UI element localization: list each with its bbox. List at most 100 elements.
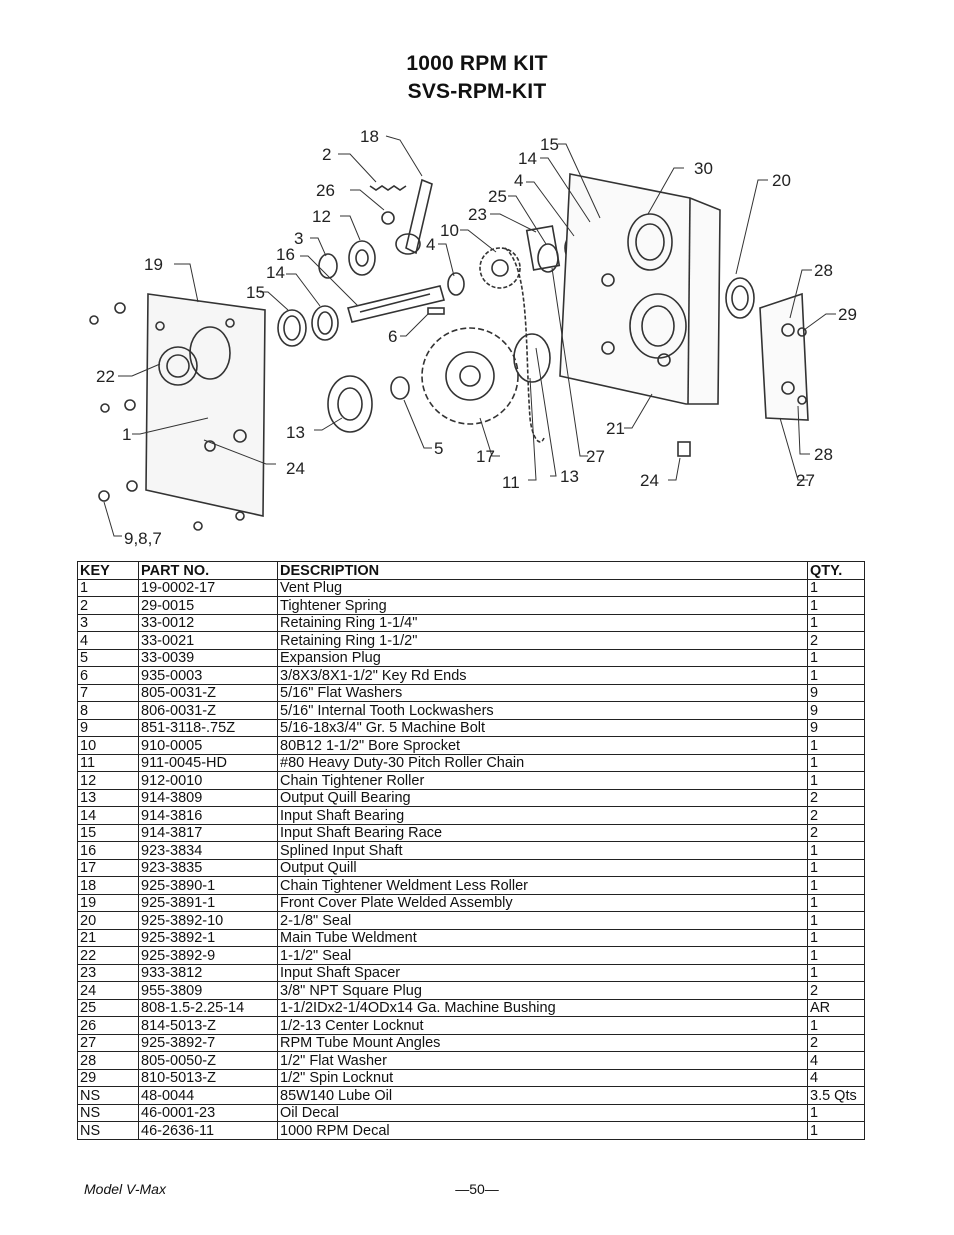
cell-key: 15: [77, 823, 139, 842]
cell-description: 85W140 Lube Oil: [277, 1086, 808, 1105]
cell-part-no: 810-5013-Z: [138, 1068, 278, 1087]
cell-qty: 1: [807, 648, 865, 667]
cell-qty: 1: [807, 928, 865, 947]
cell-key: 18: [77, 876, 139, 895]
callout-26: 26: [316, 181, 335, 200]
sprocket-on-tube: [513, 333, 551, 383]
cell-description: Retaining Ring 1-1/4": [277, 613, 808, 632]
cell-key: 20: [77, 911, 139, 930]
splined-input-shaft: [347, 285, 445, 323]
cell-description: 1/2-13 Center Locknut: [277, 1016, 808, 1035]
roller-chain: [504, 247, 545, 443]
cell-qty: 1: [807, 963, 865, 982]
callout-24-right: 24: [640, 471, 659, 490]
cell-description: Output Quill Bearing: [277, 788, 808, 807]
cell-qty: 1: [807, 1103, 865, 1122]
cell-part-no: 923-3834: [138, 841, 278, 860]
cell-qty: 2: [807, 823, 865, 842]
cell-qty: 1: [807, 858, 865, 877]
chain-tightener-roller: [348, 240, 376, 276]
cell-part-no: 19-0002-17: [138, 578, 278, 597]
callout-15-right: 15: [540, 135, 559, 154]
cell-description: Splined Input Shaft: [277, 841, 808, 860]
cell-qty: 1: [807, 1121, 865, 1140]
cell-description: RPM Tube Mount Angles: [277, 1033, 808, 1052]
exploded-view-diagram: 18 2 26 12 3 16 14 15 19 22 1 13 24 9,8,…: [89, 127, 857, 548]
callout-25: 25: [488, 187, 507, 206]
cell-key: 22: [77, 946, 139, 965]
cell-part-no: 925-3892-9: [138, 946, 278, 965]
cell-key: 29: [77, 1068, 139, 1087]
cell-key: 24: [77, 981, 139, 1000]
cell-qty: 1: [807, 841, 865, 860]
cell-description: 5/16" Flat Washers: [277, 683, 808, 702]
callout-4-right: 4: [514, 171, 523, 190]
callout-27-right: 27: [796, 471, 815, 490]
footer-page-number: —50—: [455, 1181, 499, 1197]
callout-1: 1: [122, 425, 131, 444]
cell-part-no: 925-3892-1: [138, 928, 278, 947]
cell-qty: 9: [807, 683, 865, 702]
cell-part-no: 925-3892-7: [138, 1033, 278, 1052]
cell-part-no: 851-3118-.75Z: [138, 718, 278, 737]
header-description: DESCRIPTION: [277, 561, 808, 580]
cell-qty: 2: [807, 981, 865, 1000]
callout-21: 21: [606, 419, 625, 438]
kit-part-number: SVS-RPM-KIT: [407, 80, 547, 103]
callout-28-bottom: 28: [814, 445, 833, 464]
cell-key: 9: [77, 718, 139, 737]
seal-22: [158, 346, 198, 386]
cell-key: 19: [77, 893, 139, 912]
cell-description: Chain Tightener Roller: [277, 771, 808, 790]
callout-20: 20: [772, 171, 791, 190]
cell-key: 6: [77, 666, 139, 685]
callout-9-8-7: 9,8,7: [124, 529, 162, 548]
cell-key: 3: [77, 613, 139, 632]
cell-part-no: 33-0012: [138, 613, 278, 632]
cell-description: Input Shaft Spacer: [277, 963, 808, 982]
cell-qty: 1: [807, 736, 865, 755]
cell-description: 5/16" Internal Tooth Lockwashers: [277, 701, 808, 720]
page-title: 1000 RPM KIT: [406, 52, 548, 75]
callout-5: 5: [434, 439, 443, 458]
tightener-weldment: [405, 178, 433, 255]
retaining-ring-3: [318, 253, 338, 279]
cell-description: 3/8" NPT Square Plug: [277, 981, 808, 1000]
front-cover-plate: [145, 293, 266, 517]
cell-part-no: 46-2636-11: [138, 1121, 278, 1140]
cell-description: Tightener Spring: [277, 596, 808, 615]
cell-qty: 2: [807, 806, 865, 825]
cell-qty: 1: [807, 946, 865, 965]
tube-mount-angles: [759, 292, 809, 421]
cell-qty: 1: [807, 666, 865, 685]
cell-key: 16: [77, 841, 139, 860]
callout-18: 18: [360, 127, 379, 146]
cell-key: 21: [77, 928, 139, 947]
cell-part-no: 925-3890-1: [138, 876, 278, 895]
cell-key: 8: [77, 701, 139, 720]
callout-12: 12: [312, 207, 331, 226]
cell-description: Oil Decal: [277, 1103, 808, 1122]
cell-part-no: 914-3817: [138, 823, 278, 842]
cell-key: 17: [77, 858, 139, 877]
cell-key: 28: [77, 1051, 139, 1070]
cell-part-no: 814-5013-Z: [138, 1016, 278, 1035]
callout-28-top: 28: [814, 261, 833, 280]
callout-24-left: 24: [286, 459, 305, 478]
cell-description: Vent Plug: [277, 578, 808, 597]
cell-description: 5/16-18x3/4" Gr. 5 Machine Bolt: [277, 718, 808, 737]
